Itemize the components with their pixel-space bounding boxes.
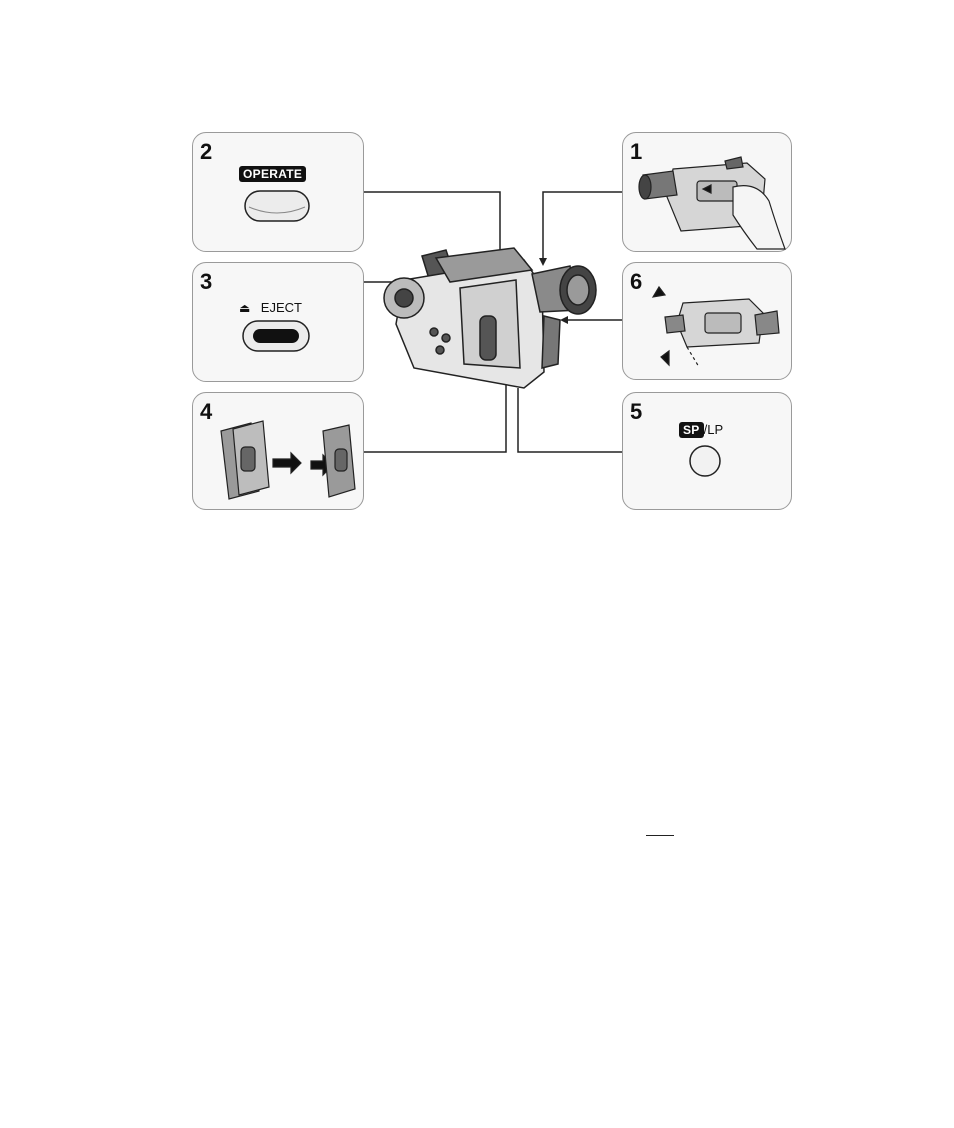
step3-panel: 3 ⏏ EJECT — [192, 262, 364, 382]
eject-label: EJECT — [261, 300, 302, 315]
cassette-illustration — [211, 417, 361, 503]
camcorder-hand-illustration — [637, 151, 789, 251]
step2-panel: 2 OPERATE — [192, 132, 364, 252]
cover-close-illustration — [647, 273, 787, 377]
step6-panel: 6 — [622, 262, 792, 380]
step-number: 6 — [630, 269, 642, 295]
sp-label: SP — [679, 422, 704, 438]
sp-lp-button — [687, 443, 723, 479]
operate-label: OPERATE — [239, 166, 306, 182]
step4-panel: 4 — [192, 392, 364, 510]
step-number: 3 — [200, 269, 212, 295]
eject-icon: ⏏ — [239, 301, 250, 315]
stray-rule — [646, 835, 674, 836]
step5-panel: 5 SP/LP — [622, 392, 792, 510]
step-number: 5 — [630, 399, 642, 425]
eject-button — [241, 319, 313, 355]
lp-label: /LP — [704, 422, 724, 437]
step-number: 2 — [200, 139, 212, 165]
camcorder-illustration — [374, 240, 614, 400]
step1-panel: 1 — [622, 132, 792, 252]
operate-button — [243, 189, 313, 225]
